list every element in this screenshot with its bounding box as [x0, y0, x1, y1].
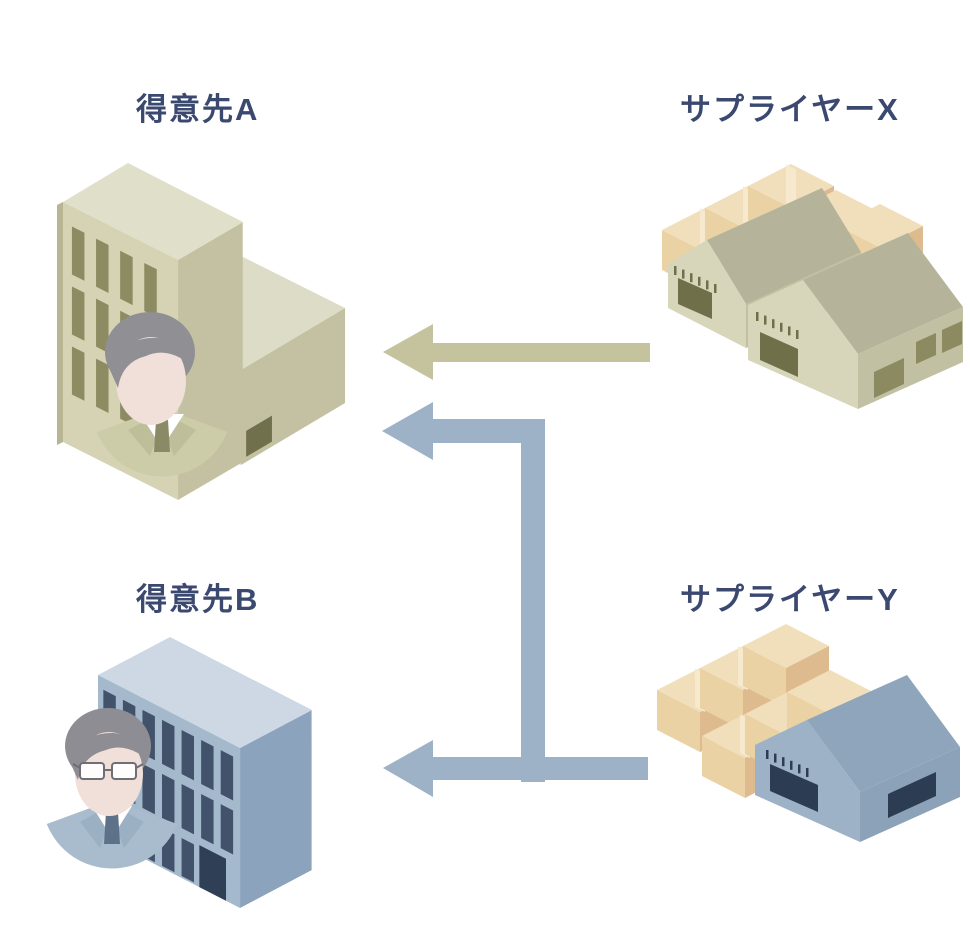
person-b-fringe	[70, 732, 148, 780]
wing-entrance	[246, 415, 272, 457]
supplier-x-label: サプライヤーX	[680, 92, 900, 127]
person-a-fringe	[110, 337, 192, 388]
tower-edge	[57, 202, 63, 445]
shed-vents	[674, 266, 717, 293]
shed-door	[760, 332, 798, 377]
shed-gable-wall	[748, 280, 858, 409]
entrance	[199, 845, 227, 901]
side-wall	[240, 710, 312, 908]
supplier-y-factory-icon	[755, 675, 960, 842]
person-b-glasses	[72, 762, 144, 780]
shed-side-window	[942, 321, 962, 353]
roof	[98, 637, 312, 748]
arrow-supplier-x-to-customer-a	[383, 324, 650, 380]
shed-vents	[756, 312, 799, 339]
customer-a-person-icon	[96, 312, 228, 477]
supplier-x-factory-icon	[668, 188, 963, 409]
shed-door	[678, 278, 712, 319]
arrow-supplier-y-to-customer-a	[382, 402, 545, 782]
shed-side-window	[916, 333, 936, 364]
shed-roof-right	[803, 233, 963, 354]
tower-roof	[63, 163, 243, 260]
arrow-supplier-y-to-customer-b	[383, 740, 648, 797]
person-b-tie	[104, 812, 120, 844]
shed-door	[770, 764, 818, 812]
customer-b-person-icon	[46, 708, 178, 869]
supplier-y-label: サプライヤーY	[680, 582, 900, 617]
customer-a-label: 得意先A	[136, 92, 260, 127]
customer-b-label: 得意先B	[136, 582, 260, 617]
shed-side-door	[888, 772, 936, 818]
shed-roof-right	[707, 188, 861, 304]
shed-roof-right	[807, 675, 960, 792]
person-a-tie	[154, 420, 170, 452]
shed-vents	[766, 750, 809, 777]
shed-side-door	[874, 358, 904, 398]
wing-side-wall	[241, 308, 346, 465]
